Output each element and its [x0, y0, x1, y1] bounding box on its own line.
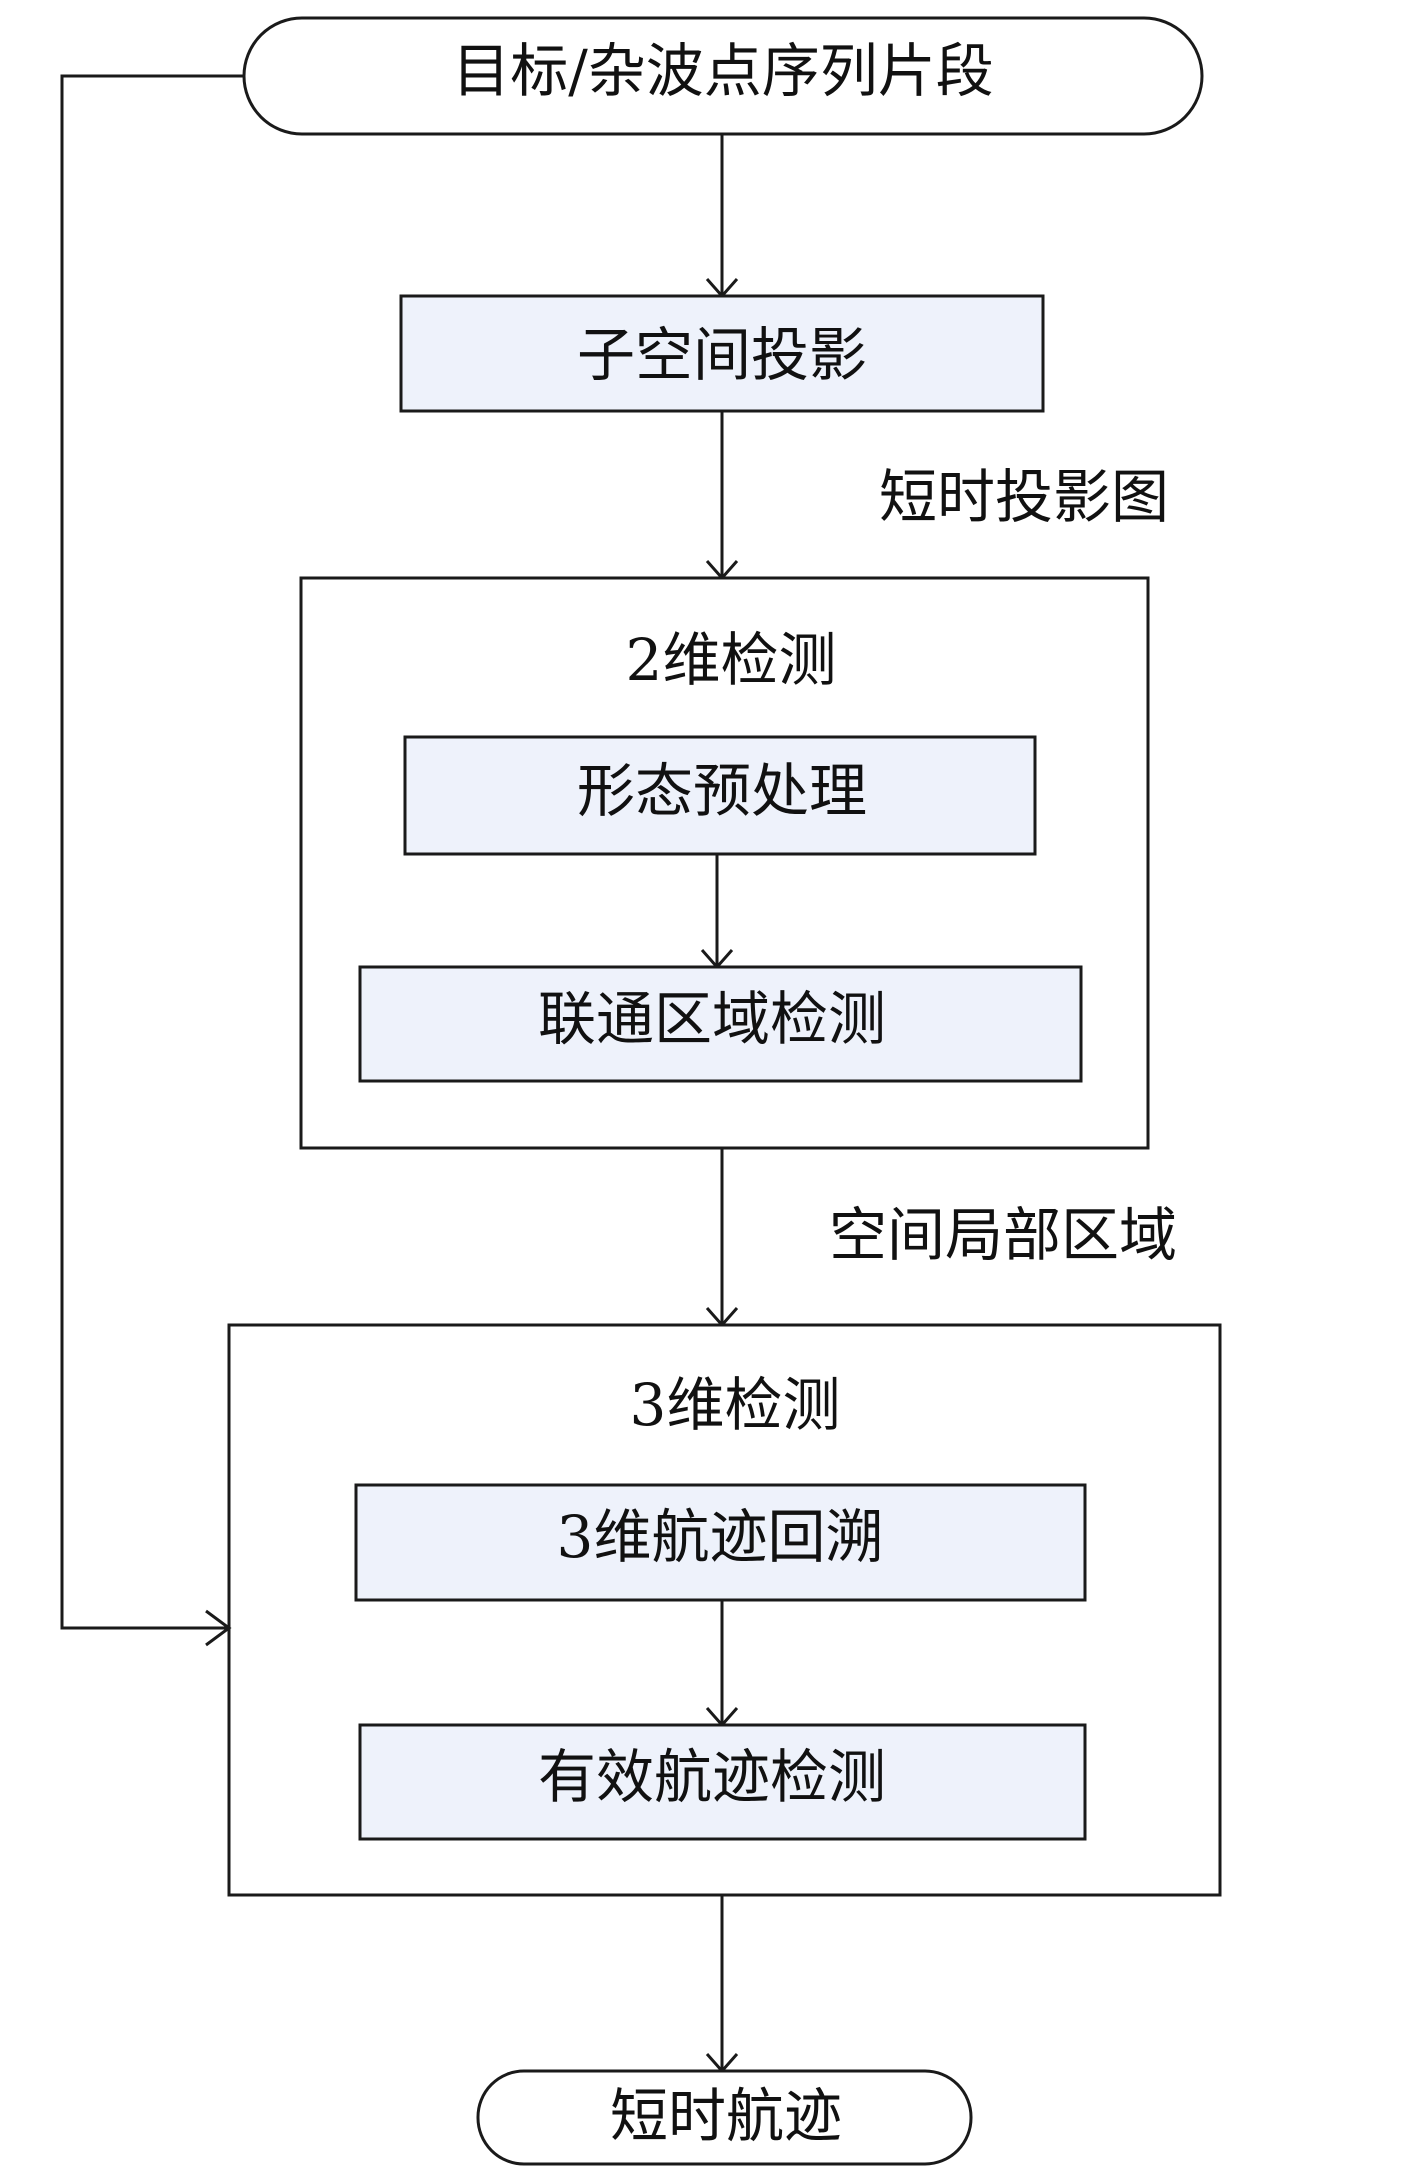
end-label: 短时航迹 — [610, 2082, 842, 2150]
edge-label-spatial-local: 空间局部区域 — [829, 1201, 1177, 1269]
morph-preprocess-box — [403, 735, 1037, 856]
end-terminator — [476, 2069, 973, 2166]
track-backtrace-label: 3维航迹回溯 — [557, 1503, 884, 1571]
edge-label-short-time-projection: 短时投影图 — [879, 463, 1169, 531]
start-label: 目标/杂波点序列片段 — [452, 37, 994, 105]
detection-3d-title: 3维检测 — [630, 1371, 841, 1439]
arrowhead-feedback — [205, 1609, 232, 1647]
track-backtrace-box — [354, 1483, 1087, 1602]
feedback-loop-line — [60, 74, 244, 1630]
valid-track-box — [358, 1723, 1087, 1841]
connected-region-box — [358, 965, 1083, 1083]
detection-2d-title: 2维检测 — [626, 626, 837, 694]
connected-region-label: 联通区域检测 — [538, 985, 886, 1053]
subspace-projection-label: 子空间投影 — [577, 321, 867, 389]
subspace-projection-box — [399, 294, 1045, 413]
morph-preprocess-label: 形态预处理 — [577, 757, 867, 825]
valid-track-label: 有效航迹检测 — [538, 1743, 886, 1811]
